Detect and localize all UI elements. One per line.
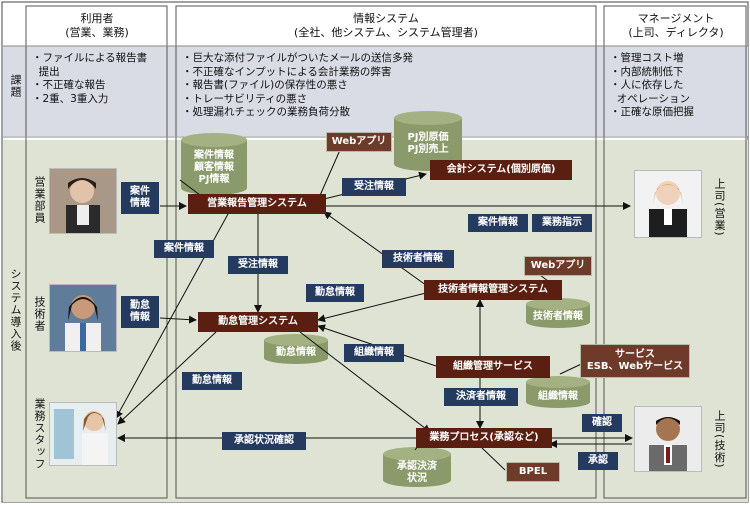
approval-db-cylinder (383, 447, 451, 487)
bpel-tag: BPEL (506, 462, 560, 482)
pj-db-cylinder (394, 111, 462, 171)
flow-org-info: 組織情報 (344, 344, 404, 362)
org-db-label: 組織情報 (538, 391, 578, 402)
system-issues: ・巨大な添付ファイルがついたメールの送信多発 ・不正確なインプットによる会計業務… (182, 52, 413, 118)
org-db-cylinder (526, 376, 590, 408)
actor-engineer-label: 技術者 (33, 296, 46, 332)
flow-attendance-info: 勤怠情報 (306, 284, 364, 302)
flow-case-info-sales: 案件 情報 (121, 182, 159, 214)
flow-approval-status: 承認状況確認 (222, 432, 306, 450)
management-issues: ・管理コスト増 ・内部統制低下 ・人に依存した オペレーション ・正確な原価把握 (610, 52, 694, 118)
flow-case-info-left: 案件情報 (154, 240, 214, 258)
management-column (603, 5, 747, 499)
webapp-tag-1: Webアプリ (326, 132, 392, 152)
engineer-photo (49, 284, 117, 352)
flow-order-info-1: 受注情報 (342, 178, 406, 196)
flow-case-info-right: 案件情報 (468, 214, 528, 232)
issues-row-label: 課題 (9, 74, 22, 98)
org-service: 組織管理サービス (436, 356, 550, 378)
issues-band (3, 46, 748, 136)
boss-sales-photo (634, 170, 702, 238)
flow-approve: 承認 (578, 452, 618, 470)
boss-tech-photo (634, 406, 702, 472)
staff-photo (49, 402, 117, 466)
system-header: 情報システム (全社、他システム、システム管理者) (294, 12, 478, 39)
flow-order-info-2: 受注情報 (228, 256, 288, 274)
attendance-system: 勤怠管理システム (198, 312, 318, 332)
sales-db-label: 案件情報 顧客情報 PJ情報 (194, 150, 234, 185)
actor-boss-sales-label: 上司(営業) (713, 178, 726, 237)
sales-report-system: 営業報告管理システム (188, 194, 326, 214)
webapp-tag-2: Webアプリ (524, 256, 592, 276)
flow-approver-info: 決済者情報 (444, 388, 518, 406)
sales-db-cylinder (181, 133, 247, 195)
attendance-db-label: 勤怠情報 (276, 347, 316, 358)
approval-db-label: 承認決済 状況 (397, 461, 437, 484)
users-header: 利用者 (営業、業務) (65, 12, 129, 39)
flow-confirm: 確認 (582, 414, 622, 432)
actor-staff-label: 業務スタッフ (33, 398, 46, 470)
attendance-db-cylinder (264, 334, 328, 364)
actor-boss-tech-label: 上司(技術) (713, 410, 726, 469)
service-tag: サービス ESB、Webサービス (580, 344, 690, 378)
after-row-label: システム導入後 (9, 268, 22, 352)
actor-sales-label: 営業部員 (33, 176, 46, 224)
business-process: 業務プロセス(承認など) (416, 428, 552, 448)
sales-person-photo (49, 168, 117, 234)
engineer-db-cylinder (526, 298, 590, 328)
flow-attendance-info-left: 勤怠情報 (182, 372, 242, 390)
users-issues: ・ファイルによる報告書 提出 ・不正確な報告 ・2重、3重入力 (32, 52, 148, 105)
flow-attendance-info-eng: 勤怠 情報 (121, 296, 159, 328)
engineer-db-label: 技術者情報 (533, 311, 583, 322)
flow-engineer-info: 技術者情報 (382, 250, 454, 268)
management-header: マネージメント (上司、ディレクタ) (628, 12, 724, 39)
pj-db-label: PJ別原価 PJ別売上 (407, 132, 449, 155)
engineer-info-system: 技術者情報管理システム (424, 280, 562, 300)
accounting-system: 会計システム(個別原価) (430, 160, 572, 180)
flow-business-instruction: 業務指示 (532, 214, 592, 232)
